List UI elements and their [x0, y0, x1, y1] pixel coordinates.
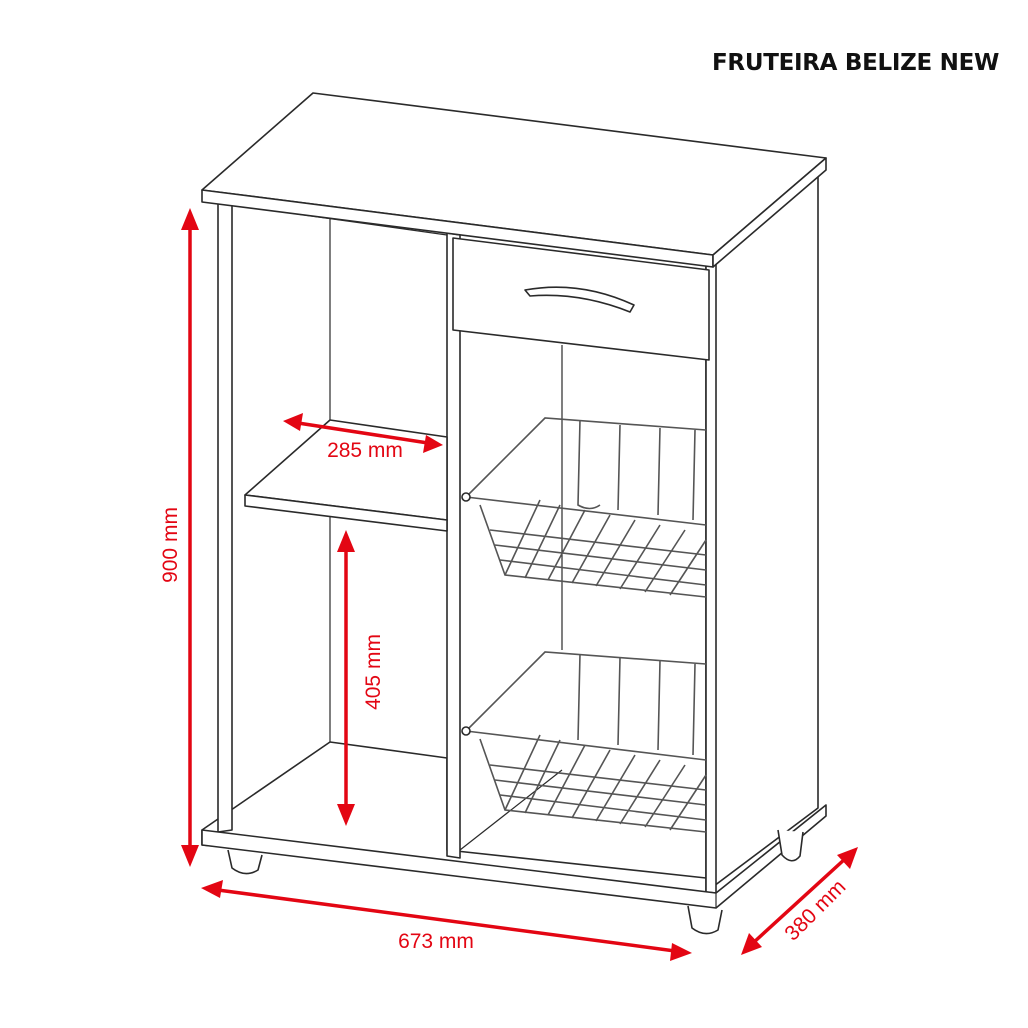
basket-wires — [504, 499, 707, 596]
foot — [777, 829, 804, 862]
width-label: 673 mm — [398, 930, 474, 953]
basket-rail — [465, 496, 707, 526]
right-side-panel — [705, 169, 819, 893]
arrowhead — [337, 804, 355, 826]
shelf-depth-label: 285 mm — [327, 439, 403, 462]
arrowhead — [283, 413, 303, 431]
width-dimension: 673 mm — [201, 880, 692, 961]
left-side-panel — [217, 201, 233, 833]
drawer-handle — [524, 286, 635, 313]
basket-rail — [465, 730, 707, 761]
arrowhead — [837, 847, 858, 869]
shelf-height-dimension: 405 mm — [337, 530, 385, 826]
arrowhead — [741, 933, 762, 955]
basket-wires — [489, 764, 707, 821]
top-panel-side-edge — [712, 157, 827, 268]
basket-rail-end — [461, 492, 471, 502]
cabinet — [201, 92, 827, 935]
dimension-line — [217, 888, 676, 953]
basket-rim — [465, 417, 707, 498]
foot — [227, 849, 263, 875]
arrowhead — [181, 845, 199, 867]
arrowhead — [181, 208, 199, 230]
basket-wires — [504, 734, 707, 831]
arrowhead — [337, 530, 355, 552]
basket-rim — [465, 651, 707, 732]
dimension-line — [297, 421, 429, 445]
basket-wires — [577, 653, 696, 756]
shelf-height-label: 405 mm — [362, 634, 385, 710]
height-dimension: 900 mm — [159, 208, 199, 867]
basket-lower — [461, 651, 707, 833]
arrowhead — [423, 435, 443, 453]
drawer — [452, 237, 710, 361]
basket-wires — [577, 419, 696, 521]
basket-upper — [461, 417, 707, 598]
foot — [687, 905, 723, 935]
height-label: 900 mm — [159, 507, 182, 583]
arrowhead — [201, 880, 223, 898]
basket-wires — [489, 529, 707, 586]
arrowhead — [670, 943, 692, 961]
product-title: FRUTEIRA BELIZE NEW — [712, 50, 1000, 76]
shelf-depth-dimension: 285 mm — [283, 413, 443, 462]
dimension-line — [751, 856, 848, 945]
shelf-front-edge — [244, 494, 448, 532]
basket-rail-end — [461, 726, 471, 736]
